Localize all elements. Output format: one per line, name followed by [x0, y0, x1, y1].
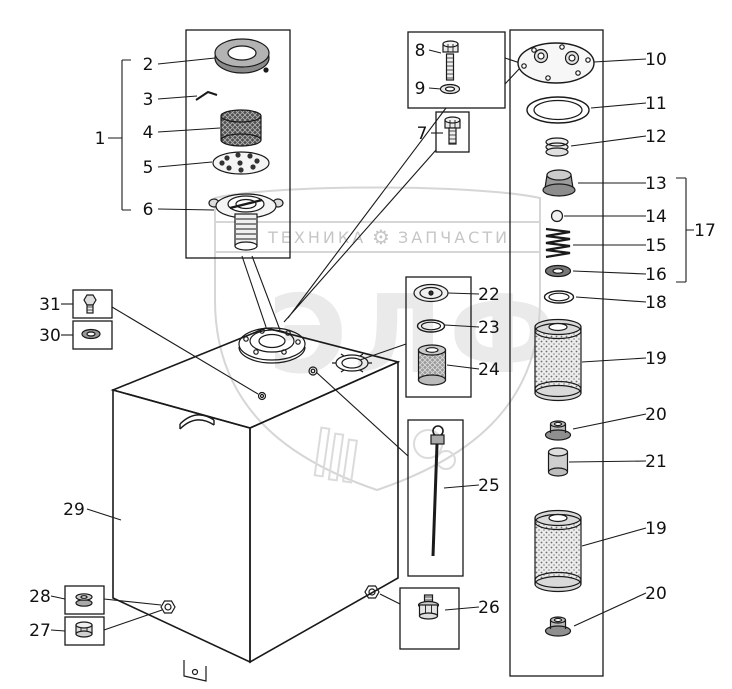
part-cover-plate-10: [517, 42, 595, 84]
part-nut-27: [75, 621, 93, 638]
part-bolt-31: [83, 294, 97, 314]
tank-foot-bracket: [183, 660, 207, 682]
callout-25: 25: [478, 476, 500, 496]
part-washer-30: [81, 328, 101, 340]
callout-10: 10: [645, 50, 667, 70]
callout-16: 16: [645, 265, 667, 285]
part-grommet-20-lower: [544, 616, 572, 637]
part-bushing-13: [542, 169, 576, 197]
callout-23: 23: [478, 318, 500, 338]
callout-9: 9: [415, 79, 426, 99]
callout-19-upper: 19: [645, 349, 667, 369]
tank-body: [110, 327, 401, 682]
part-washer-28: [75, 593, 93, 607]
callout-11: 11: [645, 94, 667, 114]
callout-1: 1: [95, 129, 106, 149]
callout-12: 12: [645, 127, 667, 147]
part-filter-element-19-upper: [534, 318, 582, 402]
box-washer-28: [64, 585, 105, 615]
part-mesh-strainer-24: [417, 344, 447, 386]
part-breather-cap-22: [413, 283, 449, 303]
part-sleeve-21: [547, 447, 569, 477]
part-oring-23: [416, 319, 446, 333]
tank-front-fitting: [160, 600, 176, 614]
callout-20-lower: 20: [645, 584, 667, 604]
callout-31: 31: [39, 295, 61, 315]
part-gasket-11: [526, 96, 590, 124]
part-washer-16: [544, 264, 572, 278]
box-filler-cap-group: [185, 29, 291, 259]
callout-15: 15: [645, 236, 667, 256]
part-drain-plug-26: [417, 594, 440, 620]
tank-boss: [257, 391, 267, 401]
tank-front-face: [112, 388, 251, 664]
part-filler-neck-6: [208, 193, 284, 251]
callout-7: 7: [417, 124, 428, 144]
box-dipstick: [407, 419, 464, 577]
part-ball-14: [550, 209, 564, 223]
box-breather-group: [405, 276, 472, 398]
part-wire-clip-3: [195, 90, 218, 101]
part-spring-seat-12: [545, 137, 569, 157]
watermark-shield: [214, 186, 541, 492]
callout-3: 3: [143, 90, 154, 110]
part-washer-9: [439, 83, 461, 95]
part-mesh-breather-4: [220, 109, 262, 147]
part-oring-18: [543, 290, 575, 304]
callout-29: 29: [63, 500, 85, 520]
box-drain-plug: [399, 587, 460, 650]
callout-2: 2: [143, 55, 154, 75]
watermark-brand-right: ЗАПЧАСТИ: [398, 228, 510, 247]
callout-13: 13: [645, 174, 667, 194]
box-filter-column: [509, 29, 604, 677]
part-filter-element-19-lower: [534, 509, 582, 593]
part-cap-ring-2: [214, 38, 270, 74]
watermark-brand-left: ТЕХНИКА: [267, 228, 366, 247]
box-bolt-7: [435, 111, 470, 153]
callout-22: 22: [478, 285, 500, 305]
callout-24: 24: [478, 360, 500, 380]
callout-5: 5: [143, 158, 154, 178]
box-bolt-washer-group: [407, 31, 506, 109]
part-perforated-plate-5: [212, 151, 270, 175]
tank-filler-flange: [238, 327, 306, 364]
part-bolt-8: [442, 40, 459, 81]
tank-drain-fitting: [364, 585, 380, 599]
part-dipstick-25: [430, 425, 445, 557]
callout-6: 6: [143, 200, 154, 220]
part-grommet-20-upper: [544, 420, 572, 441]
watermark-logo: ЭЛФ: [268, 273, 562, 398]
callout-30: 30: [39, 326, 61, 346]
leader-lines: [50, 49, 694, 632]
callout-4: 4: [143, 123, 154, 143]
tank-right-face: [249, 360, 399, 664]
callout-27: 27: [29, 621, 51, 641]
group-boxes: [64, 29, 604, 677]
callouts: 1 2 3 4 5 6 7 8 9 10 11 12 13 14 15 16 1…: [29, 41, 716, 641]
callout-28: 28: [29, 587, 51, 607]
callout-8: 8: [415, 41, 426, 61]
callout-21: 21: [645, 452, 667, 472]
tank-small-hole: [308, 366, 318, 376]
callout-17: 17: [694, 221, 716, 241]
part-spring-15: [545, 227, 571, 259]
tank-threaded-port: [332, 353, 372, 373]
watermark: ТЕХНИКА ⚙ ЗАПЧАСТИ ЭЛФ: [214, 186, 562, 492]
callout-14: 14: [645, 207, 667, 227]
tank-handle: [179, 414, 215, 430]
callout-26: 26: [478, 598, 500, 618]
part-bolt-7: [444, 116, 461, 145]
gear-icon: ⚙: [372, 225, 390, 249]
callout-18: 18: [645, 293, 667, 313]
callout-20-upper: 20: [645, 405, 667, 425]
callout-19-lower: 19: [645, 519, 667, 539]
